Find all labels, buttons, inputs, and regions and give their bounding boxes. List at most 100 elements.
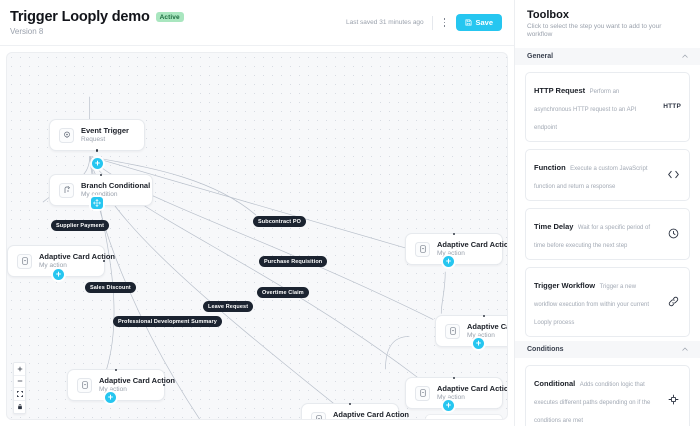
toolbox-item-conditional[interactable]: Conditional Adds condition logic that ex… [525, 364, 690, 426]
node-subtitle: My action [99, 386, 127, 394]
node-title: Adaptive Card Action [333, 410, 409, 419]
node-branch-conditional[interactable]: Branch Conditional My condition [49, 173, 153, 207]
loading-skeleton-card [425, 414, 503, 419]
save-button-label: Save [475, 18, 493, 27]
add-step-button[interactable]: + [473, 338, 484, 349]
toolbox-title: Toolbox [527, 9, 569, 21]
toolbox-header: Toolbox Click to select the step you wan… [515, 0, 700, 48]
save-button[interactable]: Save [456, 14, 502, 31]
node-title: Adaptive Card Action [99, 376, 175, 385]
section-label: Conditions [527, 345, 564, 353]
node-adaptive-card-2[interactable]: Adaptive Card Action My action [405, 232, 507, 266]
toolbox-subtitle: Click to select the step you want to add… [527, 23, 662, 39]
drag-handle-branch[interactable] [91, 197, 103, 209]
node-title: Adaptive Card Action [437, 240, 508, 249]
clock-icon [665, 228, 681, 239]
node-subtitle: My condition [81, 191, 118, 199]
workflow-header-actions: Last saved 31 minutes ago Save [346, 14, 502, 31]
node-port [482, 314, 486, 318]
add-step-button[interactable]: + [443, 256, 454, 267]
node-port [99, 173, 103, 177]
workflow-header-left: Trigger Looply demo Active Version 8 [10, 9, 184, 36]
toolbox-section-general-header[interactable]: General [515, 47, 700, 65]
add-step-button[interactable]: + [92, 158, 103, 169]
item-title: Time Delay [534, 221, 574, 231]
item-title: Conditional [534, 378, 576, 388]
node-title: Event Trigger [81, 126, 129, 135]
node-port [102, 259, 106, 263]
node-title: Adaptive Card Action [467, 322, 507, 331]
edge-label-purchase-requisition[interactable]: Purchase Requisition [259, 256, 328, 267]
node-adaptive-card-6[interactable]: Adaptive Card Action My action [301, 402, 409, 419]
fit-view-button[interactable] [14, 388, 25, 401]
node-subtitle: My action [437, 394, 465, 402]
workflow-title-row: Trigger Looply demo Active [10, 9, 184, 25]
node-port [95, 149, 99, 152]
node-port [348, 402, 352, 406]
item-title: HTTP Request [534, 85, 586, 95]
node-title: Branch Conditional [81, 181, 151, 190]
workflow-editor-pane: Trigger Looply demo Active Version 8 Las… [0, 9, 514, 420]
flow-controls [13, 362, 26, 414]
item-description: Trigger a new workflow execution from wi… [534, 283, 650, 326]
floppy-disk-icon [465, 19, 472, 26]
lock-button[interactable] [14, 400, 25, 413]
branch-icon [59, 182, 74, 198]
toolbox-item-trigger-workflow[interactable]: Trigger Workflow Trigger a new workflow … [525, 266, 690, 337]
node-subtitle: Request [81, 136, 106, 144]
item-title: Trigger Workflow [534, 280, 596, 290]
http-text-icon: HTTP [663, 103, 681, 111]
adaptive-card-icon [17, 253, 32, 269]
toolbox-section-conditions-items: Conditional Adds condition logic that ex… [515, 358, 700, 426]
adaptive-card-icon [415, 385, 430, 401]
node-adaptive-card-3[interactable]: Adaptive Card Action My action [435, 314, 507, 348]
toolbox-item-time-delay[interactable]: Time Delay Wait for a specific period of… [525, 207, 690, 260]
edge-label-professional-development-summary[interactable]: Professional Development Summary [113, 316, 222, 327]
node-adaptive-card-5[interactable]: Adaptive Card Action My action [405, 376, 507, 410]
node-title: Adaptive Card Action [437, 384, 508, 393]
decision-node-icon [665, 394, 681, 405]
toolbox-section-general-items: HTTP Request Perform an asynchronous HTT… [515, 65, 700, 341]
chevron-up-icon [682, 347, 688, 352]
node-subtitle: My action [39, 262, 67, 270]
node-subtitle: My action [437, 250, 465, 258]
code-brackets-icon [665, 170, 681, 179]
node-event-trigger[interactable]: Event Trigger Request [49, 119, 145, 152]
item-description: Execute a custom JavaScript function and… [534, 165, 648, 190]
add-step-button[interactable]: + [53, 269, 64, 280]
node-port [162, 383, 166, 387]
item-description: Wait for a specific period of time befor… [534, 224, 651, 249]
last-saved-text: Last saved 31 minutes ago [345, 19, 424, 26]
adaptive-card-icon [77, 377, 92, 393]
workflow-canvas[interactable]: Event Trigger Request + Branch Condition… [6, 52, 508, 420]
adaptive-card-icon [311, 411, 326, 419]
node-subtitle: My action [467, 332, 495, 340]
header-divider [431, 15, 433, 30]
toolbox-item-function[interactable]: Function Execute a custom JavaScript fun… [525, 148, 690, 201]
toolbox-section-general: General HTTP Request Perform an asynchro… [515, 47, 700, 341]
edge-label-sales-discount[interactable]: Sales Discount [85, 282, 136, 293]
edge-label-overtime-claim[interactable]: Overtime Claim [257, 287, 309, 298]
item-title: Function [534, 162, 566, 172]
toolbox-section-conditions-header[interactable]: Conditions [515, 340, 700, 358]
kebab-menu-icon[interactable] [441, 15, 449, 29]
node-port [114, 368, 118, 372]
node-port [452, 232, 456, 236]
zoom-in-button[interactable] [14, 363, 25, 376]
edge-label-leave-request[interactable]: Leave Request [203, 301, 254, 312]
add-step-button[interactable]: + [105, 392, 116, 403]
item-description: Adds condition logic that executes diffe… [534, 381, 651, 424]
adaptive-card-icon [415, 241, 430, 257]
zoom-out-button[interactable] [14, 375, 25, 388]
section-label: General [527, 52, 554, 60]
edge-label-subcontract-po[interactable]: Subcontract PO [253, 216, 306, 227]
toolbox-section-conditions: Conditions Conditional Adds condition lo… [515, 340, 700, 426]
link-icon [665, 296, 681, 307]
node-adaptive-card-4[interactable]: Adaptive Card Action My action [67, 368, 175, 402]
edge-label-supplier-payment[interactable]: Supplier Payment [51, 220, 110, 231]
add-step-button[interactable]: + [443, 400, 454, 411]
node-title: Adaptive Card Action [39, 252, 115, 261]
location-pin-icon [59, 127, 74, 143]
toolbox-item-http-request[interactable]: HTTP Request Perform an asynchronous HTT… [525, 71, 690, 142]
